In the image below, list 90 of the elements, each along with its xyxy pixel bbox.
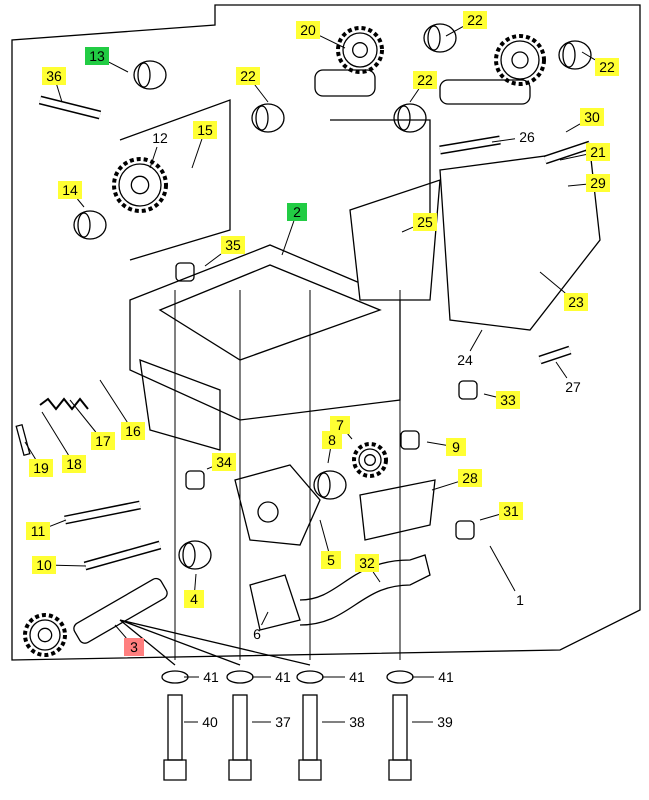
callout-number: 40 xyxy=(198,713,222,731)
callout-number: 16 xyxy=(121,422,145,440)
leader-line xyxy=(560,154,586,160)
callout-number: 21 xyxy=(586,143,610,161)
callout-number: 5 xyxy=(321,551,341,569)
leader-line xyxy=(492,138,516,142)
leader-line xyxy=(432,481,458,490)
leader-line xyxy=(282,220,294,256)
leader-line xyxy=(446,26,464,36)
callout-number: 19 xyxy=(29,459,53,477)
leader-line xyxy=(320,35,346,48)
leader-line xyxy=(108,62,128,72)
callout-number: 28 xyxy=(458,469,482,487)
callout-number: 22 xyxy=(595,58,619,76)
leader-line xyxy=(484,394,496,398)
callout-number: 38 xyxy=(345,713,369,731)
callout-number: 1 xyxy=(510,591,530,609)
callout-number: 22 xyxy=(413,71,437,89)
callout-number: 34 xyxy=(212,453,236,471)
callout-number: 33 xyxy=(496,391,520,409)
leader-line xyxy=(204,254,222,266)
leader-line xyxy=(206,466,212,470)
callout-number: 13 xyxy=(85,47,109,65)
leader-line xyxy=(114,624,127,638)
callout-number: 41 xyxy=(199,668,223,686)
callout-number: 22 xyxy=(236,67,260,85)
callout-number: 14 xyxy=(58,181,82,199)
callout-number: 41 xyxy=(434,668,458,686)
leader-line xyxy=(480,514,500,520)
leader-line xyxy=(100,380,128,422)
leader-line xyxy=(184,676,200,678)
callout-number: 31 xyxy=(499,502,523,520)
leader-line xyxy=(426,442,446,446)
leader-line xyxy=(568,184,586,186)
callout-number: 10 xyxy=(32,556,56,574)
callout-number: 2 xyxy=(287,203,307,221)
leader-line xyxy=(540,272,566,294)
leader-line xyxy=(402,226,414,232)
leader-line xyxy=(194,574,196,590)
callout-number: 39 xyxy=(433,713,457,731)
leader-line xyxy=(372,572,380,582)
callout-number: 32 xyxy=(355,554,379,572)
leader-line xyxy=(490,546,516,592)
callout-number: 24 xyxy=(453,351,477,369)
leader-line xyxy=(42,412,69,456)
leader-line xyxy=(254,84,268,102)
leader-line xyxy=(320,520,330,552)
callout-number: 35 xyxy=(221,236,245,254)
callout-number: 15 xyxy=(193,121,217,139)
callout-number: 17 xyxy=(91,432,115,450)
callout-number: 27 xyxy=(561,378,585,396)
callout-number: 41 xyxy=(345,668,369,686)
callout-number: 26 xyxy=(515,128,539,146)
callout-number: 8 xyxy=(322,431,342,449)
leader-line xyxy=(410,88,420,102)
callout-number: 37 xyxy=(271,713,295,731)
callout-number: 9 xyxy=(446,438,466,456)
leader-line xyxy=(261,612,268,626)
leader-line xyxy=(556,362,568,378)
callout-number: 20 xyxy=(296,21,320,39)
callout-number: 6 xyxy=(247,625,267,643)
leader-line xyxy=(70,400,96,432)
callout-number: 7 xyxy=(330,416,350,434)
leader-line xyxy=(50,520,66,527)
callout-number: 3 xyxy=(124,638,144,656)
callout-number: 22 xyxy=(463,11,487,29)
leader-line xyxy=(328,448,331,464)
callout-number: 18 xyxy=(62,455,86,473)
leader-line xyxy=(412,676,434,678)
callout-number: 11 xyxy=(26,522,50,540)
leader-line xyxy=(252,676,272,678)
leader-line xyxy=(24,442,36,460)
leader-line xyxy=(150,146,158,168)
leader-line xyxy=(56,564,86,566)
callout-number: 12 xyxy=(148,129,172,147)
callout-number: 36 xyxy=(42,67,66,85)
callout-number: 41 xyxy=(271,668,295,686)
leader-line xyxy=(582,52,596,60)
callout-number: 25 xyxy=(413,213,437,231)
callout-number: 29 xyxy=(586,174,610,192)
callout-number: 4 xyxy=(184,590,204,608)
leader-line xyxy=(347,434,352,440)
leader-line xyxy=(76,198,84,208)
callout-number: 23 xyxy=(564,293,588,311)
leader-line xyxy=(56,84,62,102)
leader-line xyxy=(192,138,202,168)
leader-line xyxy=(566,123,580,132)
leader-line xyxy=(470,330,482,352)
callout-number: 30 xyxy=(580,108,604,126)
leader-line xyxy=(322,676,346,678)
